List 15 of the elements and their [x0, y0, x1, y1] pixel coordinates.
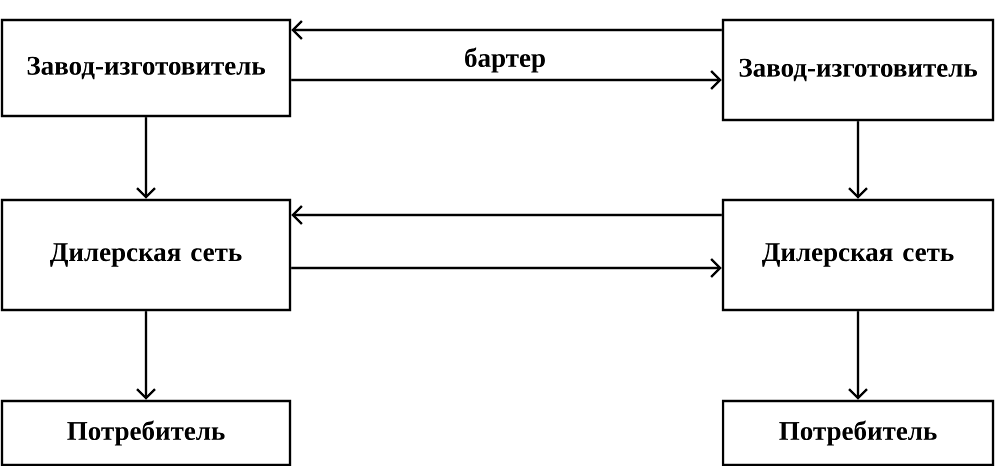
- arrow: [136, 311, 156, 400]
- process-box: Завод-изготовитель: [0, 18, 292, 118]
- arrow: [848, 121, 868, 199]
- process-box: Потребитель: [722, 400, 994, 466]
- arrow: [136, 117, 156, 199]
- arrow: [848, 311, 868, 400]
- process-box: Дилерская сеть: [0, 198, 292, 312]
- arrow: [291, 258, 722, 278]
- arrow: [291, 70, 722, 90]
- edge-label: бартер: [463, 46, 547, 74]
- process-box: Потребитель: [0, 400, 292, 466]
- process-box: Дилерская сеть: [722, 198, 994, 312]
- process-box: Завод-изготовитель: [722, 18, 994, 122]
- arrow: [291, 205, 722, 225]
- arrow: [291, 20, 722, 40]
